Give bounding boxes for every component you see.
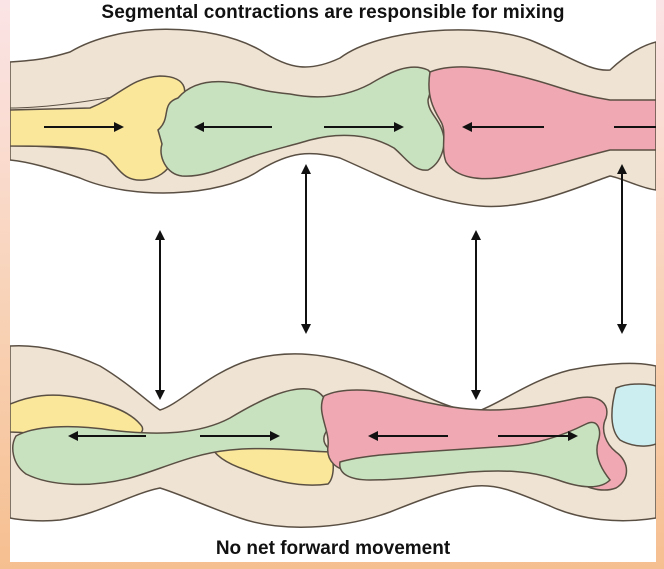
vertical-arrows: [155, 164, 627, 400]
top-chyme-pink: [428, 66, 656, 180]
top-intestine-segment: [10, 28, 656, 208]
diagram-panel: Segmental contractions are responsible f…: [10, 0, 656, 562]
bottom-chyme-green-right: [339, 421, 612, 488]
diagram-title: Segmental contractions are responsible f…: [101, 2, 565, 23]
bottom-chyme-blue: [611, 383, 656, 447]
bottom-chyme-green-left: [12, 388, 334, 486]
segmentation-diagram: [10, 28, 656, 528]
top-chyme-green: [157, 66, 445, 177]
bottom-intestine-segment: [10, 344, 656, 528]
diagram-caption: No net forward movement: [215, 538, 451, 559]
